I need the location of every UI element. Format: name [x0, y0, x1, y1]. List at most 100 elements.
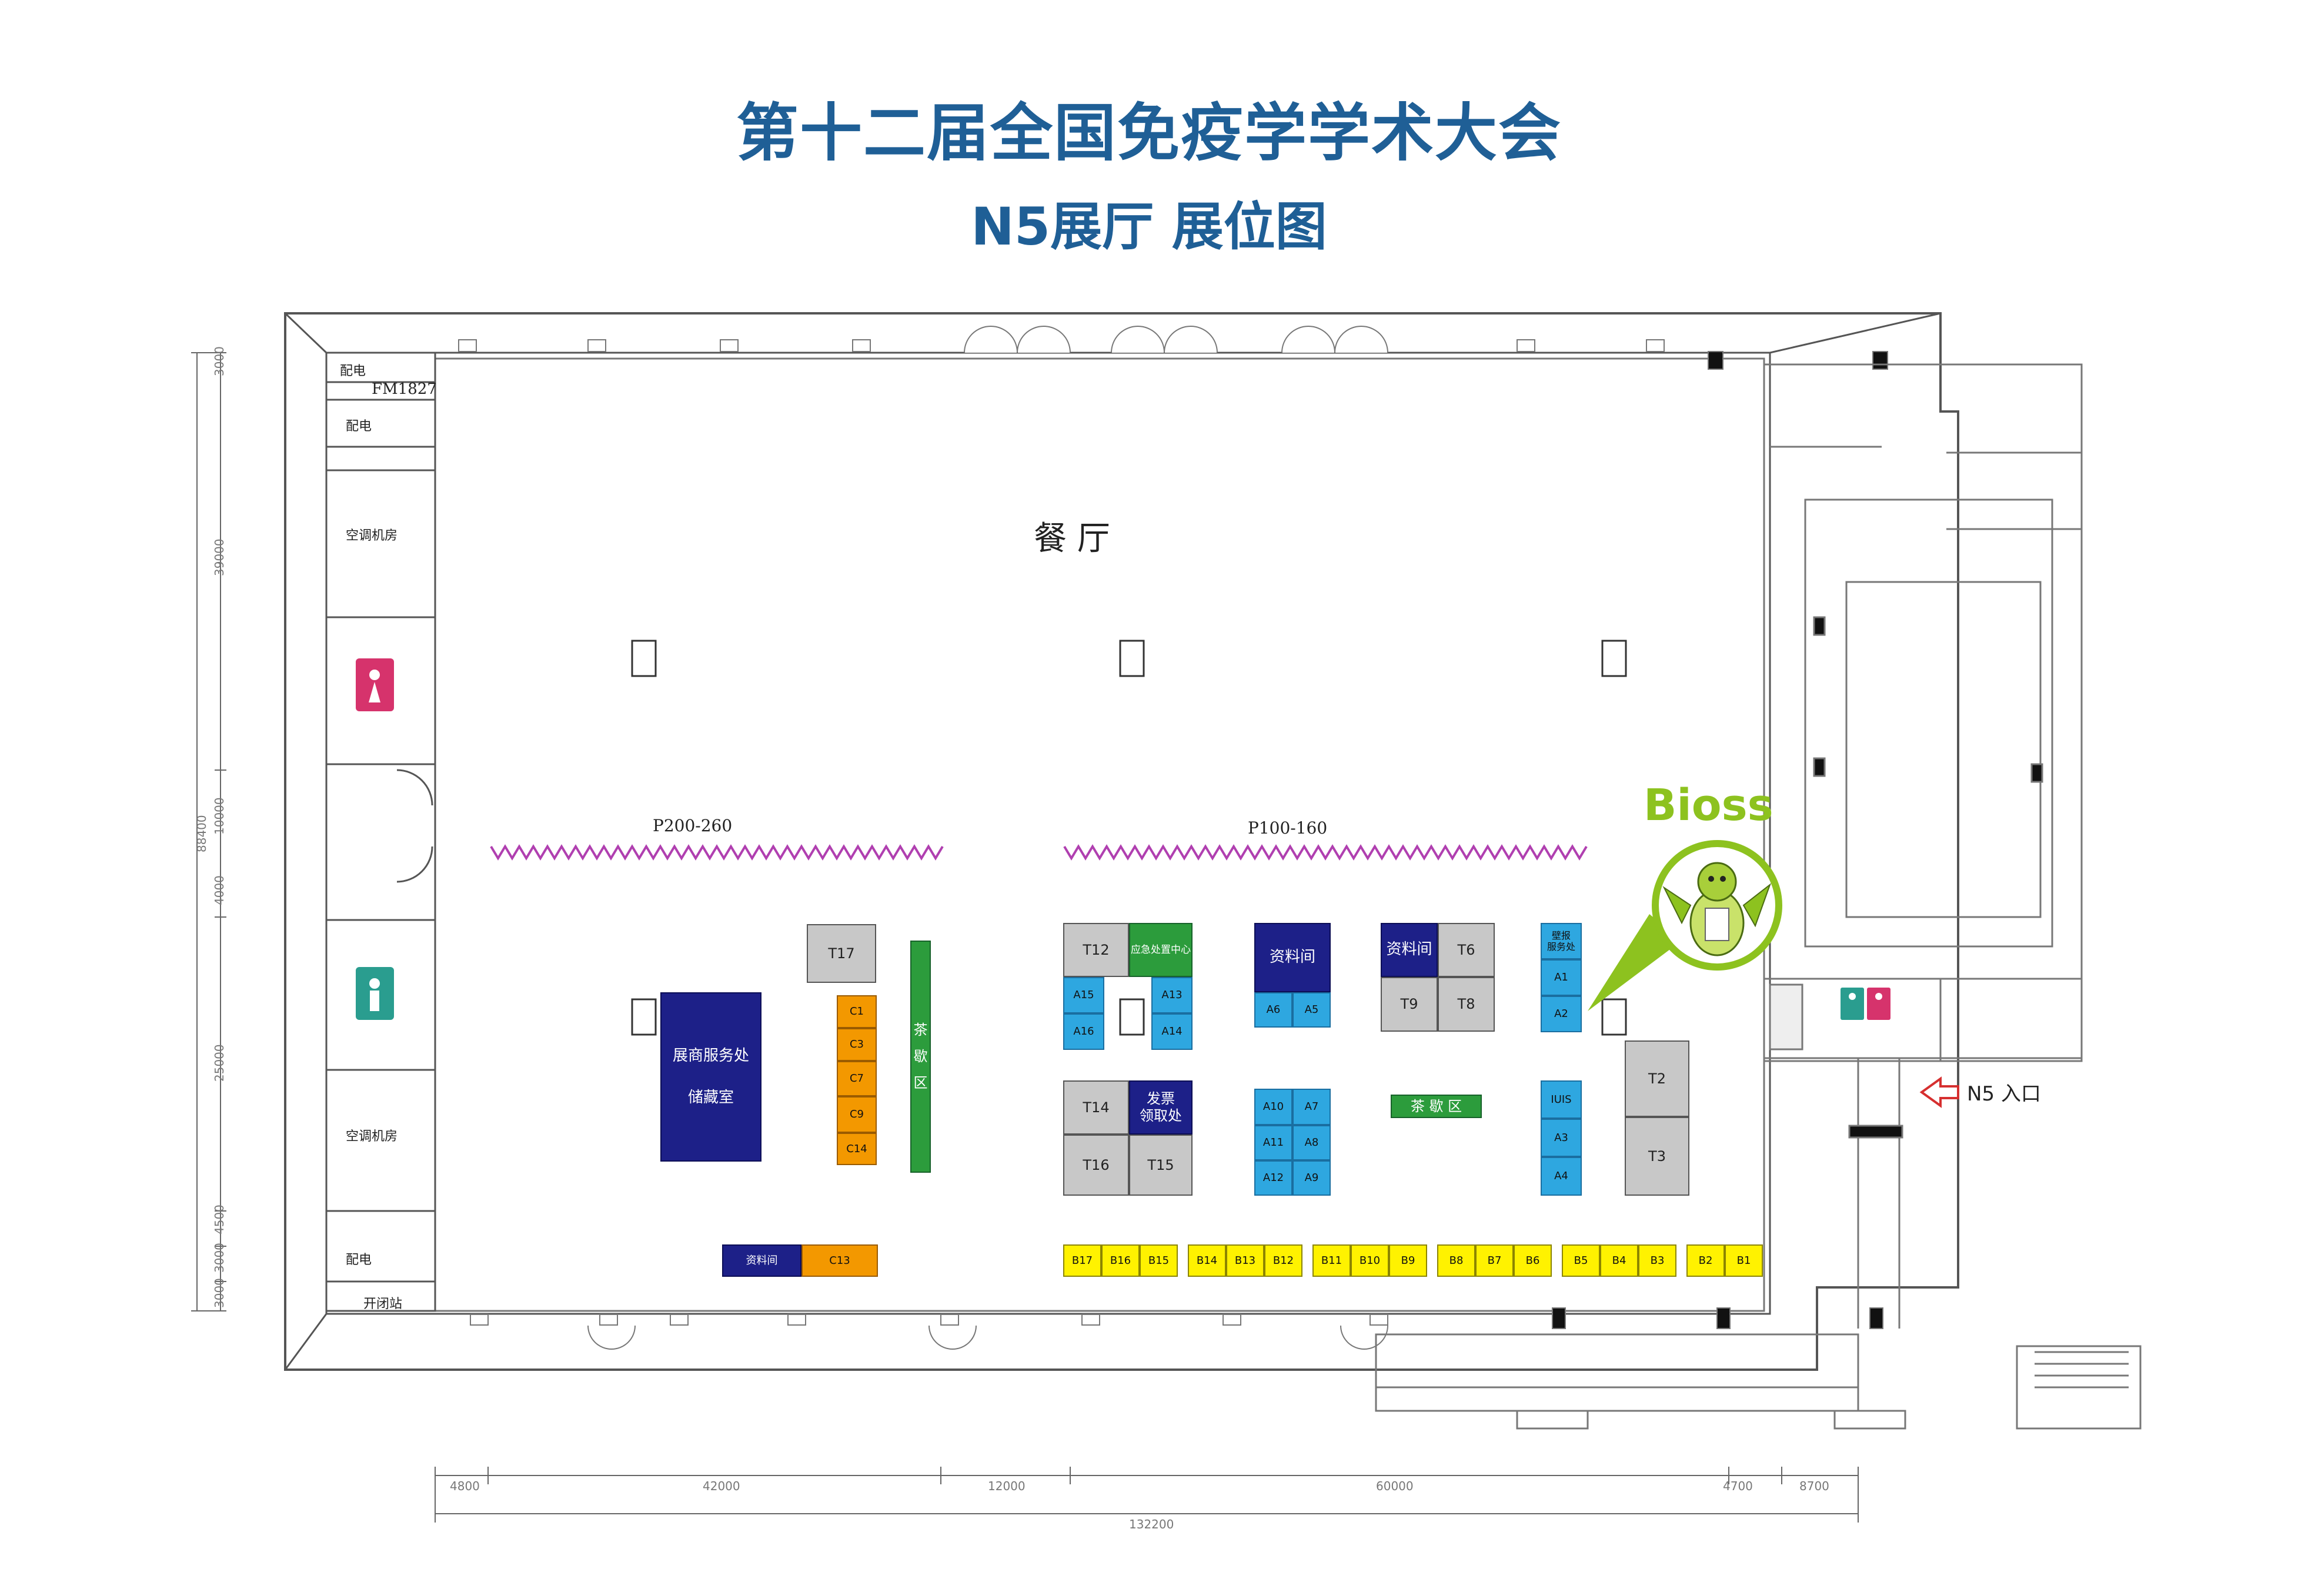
booth-C7[interactable]: C7	[837, 1061, 877, 1096]
booth-A4[interactable]: A4	[1541, 1157, 1582, 1196]
booth-label: 展商服务处	[672, 1046, 749, 1065]
booth-T9[interactable]: T9	[1381, 977, 1438, 1032]
booth-label: 应急处置中心	[1131, 943, 1191, 956]
booth-T15[interactable]: T15	[1129, 1135, 1193, 1196]
booth-label: B9	[1401, 1254, 1415, 1267]
booth-IUIS[interactable]: IUIS	[1541, 1080, 1582, 1119]
booth-A12[interactable]: A12	[1254, 1160, 1292, 1196]
booth-label: A4	[1554, 1170, 1568, 1183]
booth-T17[interactable]: T17	[807, 924, 876, 983]
booth-A8[interactable]: A8	[1292, 1125, 1331, 1160]
booth-B13[interactable]: B13	[1226, 1244, 1264, 1277]
dim-bottom-total: 132200	[1129, 1517, 1174, 1531]
booth-emergency-center[interactable]: 应急处置中心	[1129, 923, 1193, 977]
booth-label: T12	[1083, 941, 1110, 958]
booth-label: A9	[1304, 1172, 1319, 1185]
booth-registration[interactable]: 壁报 服务处	[1541, 923, 1582, 959]
booth-B15[interactable]: B15	[1140, 1244, 1178, 1277]
dim-left-3: 4000	[212, 875, 226, 905]
booth-B4[interactable]: B4	[1600, 1244, 1638, 1277]
booth-A16[interactable]: A16	[1063, 1013, 1104, 1050]
booth-B7[interactable]: B7	[1475, 1244, 1514, 1277]
booth-label: B16	[1110, 1254, 1131, 1267]
booth-invoice-desk[interactable]: 发票 领取处	[1129, 1080, 1193, 1135]
booth-label: 歇	[913, 1048, 928, 1065]
booth-C13[interactable]: C13	[801, 1244, 878, 1277]
page-title: 第十二届全国免疫学学术大会	[736, 97, 1562, 169]
booth-label: T15	[1147, 1156, 1174, 1173]
tea-break-area-2[interactable]: 茶 歇 区	[1391, 1095, 1482, 1118]
booth-label: B1	[1736, 1254, 1751, 1267]
booth-B5[interactable]: B5	[1562, 1244, 1600, 1277]
booth-label: B7	[1487, 1254, 1502, 1267]
booth-label: 服务处	[1547, 941, 1575, 952]
booth-B2[interactable]: B2	[1686, 1244, 1725, 1277]
booth-label: B3	[1650, 1254, 1665, 1267]
booth-label: 资料间	[1386, 941, 1432, 959]
booth-A10[interactable]: A10	[1254, 1089, 1292, 1125]
booth-B14[interactable]: B14	[1188, 1244, 1226, 1277]
east-annex	[1763, 363, 2083, 1329]
booth-info-room-t[interactable]: 资料间	[1381, 923, 1438, 977]
booth-label: A10	[1262, 1100, 1284, 1113]
booth-service-desk[interactable]: 展商服务处 储藏室	[660, 992, 761, 1162]
booth-label: 资料间	[746, 1254, 778, 1267]
booth-A15[interactable]: A15	[1063, 977, 1104, 1013]
west-block	[325, 352, 436, 1312]
booth-label: A15	[1073, 989, 1094, 1002]
booth-T6[interactable]: T6	[1438, 923, 1495, 977]
booth-A2[interactable]: A2	[1541, 996, 1582, 1032]
booth-T8[interactable]: T8	[1438, 977, 1495, 1032]
dim-bottom-1: 42000	[703, 1479, 740, 1493]
booth-T2[interactable]: T2	[1625, 1040, 1689, 1117]
columns	[631, 640, 1627, 1036]
booth-B12[interactable]: B12	[1264, 1244, 1302, 1277]
booth-label: C3	[849, 1038, 864, 1051]
entrance-label: N5 入口	[1967, 1082, 2041, 1106]
booth-B16[interactable]: B16	[1101, 1244, 1140, 1277]
booth-info-room-bottom[interactable]: 资料间	[722, 1244, 801, 1277]
dim-left-6: 3000	[212, 1243, 226, 1273]
booth-A6[interactable]: A6	[1254, 992, 1292, 1028]
booth-A9[interactable]: A9	[1292, 1160, 1331, 1196]
restroom-icons	[356, 658, 1890, 1020]
booth-A7[interactable]: A7	[1292, 1089, 1331, 1125]
booth-C9[interactable]: C9	[837, 1096, 877, 1133]
booth-label: 壁报	[1551, 929, 1571, 941]
booth-label: A1	[1554, 971, 1568, 984]
booth-C3[interactable]: C3	[837, 1028, 877, 1061]
poster-board-right	[1063, 844, 1588, 861]
booth-B17[interactable]: B17	[1063, 1244, 1101, 1277]
west-room-labels: 配电 FM1827 配电 空调机房 空调机房 配电 开闭站	[340, 364, 437, 1311]
booth-B1[interactable]: B1	[1725, 1244, 1763, 1277]
power-room-label-2: 配电	[346, 419, 372, 434]
booth-label: B6	[1525, 1254, 1540, 1267]
booth-A1[interactable]: A1	[1541, 959, 1582, 996]
booth-label: A2	[1554, 1008, 1568, 1020]
booth-T16[interactable]: T16	[1063, 1135, 1129, 1196]
booth-C1[interactable]: C1	[837, 995, 877, 1028]
booth-B6[interactable]: B6	[1514, 1244, 1552, 1277]
booth-label: 发票	[1147, 1090, 1175, 1108]
booth-A3[interactable]: A3	[1541, 1119, 1582, 1157]
booth-A11[interactable]: A11	[1254, 1125, 1292, 1160]
booth-T12[interactable]: T12	[1063, 923, 1129, 977]
booth-label: B13	[1234, 1254, 1256, 1267]
poster-left-label: P200-260	[653, 816, 732, 835]
booth-C14[interactable]: C14	[837, 1133, 877, 1165]
booth-label: 茶 歇 区	[1410, 1098, 1462, 1115]
booth-B8[interactable]: B8	[1437, 1244, 1475, 1277]
poster-board-left	[490, 844, 944, 861]
booth-B11[interactable]: B11	[1312, 1244, 1351, 1277]
dim-bottom-2: 12000	[988, 1479, 1026, 1493]
booth-B10[interactable]: B10	[1351, 1244, 1389, 1277]
booth-B3[interactable]: B3	[1638, 1244, 1676, 1277]
booth-A13[interactable]: A13	[1151, 977, 1193, 1013]
booth-A14[interactable]: A14	[1151, 1013, 1193, 1050]
booth-T14[interactable]: T14	[1063, 1080, 1129, 1135]
tea-break-area-1[interactable]: 茶 歇 区	[910, 941, 931, 1173]
booth-B9[interactable]: B9	[1389, 1244, 1427, 1277]
booth-A5[interactable]: A5	[1292, 992, 1331, 1028]
booth-T3[interactable]: T3	[1625, 1117, 1689, 1196]
booth-info-room-mid[interactable]: 资料间	[1254, 923, 1331, 992]
